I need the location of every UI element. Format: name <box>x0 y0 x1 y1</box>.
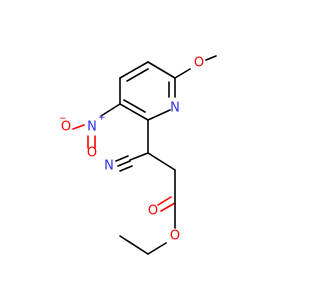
cyano-nitrogen-label: N <box>104 159 114 174</box>
bond-carbonyl-o-1 <box>160 202 176 212</box>
bond-c3-nitro <box>100 103 121 117</box>
bond-c2-c3 <box>119 103 149 121</box>
carbonyl-oxygen-label: O <box>148 204 158 219</box>
bond-ch-cn <box>129 152 149 161</box>
bond-cn-triple-1 <box>115 155 129 162</box>
bond-c4-c5-inner <box>126 68 149 82</box>
pyridine-ring <box>119 61 176 121</box>
nitro-plus-charge: + <box>98 113 106 123</box>
bond-nitro-o-minus <box>72 124 85 130</box>
nitro-oxygen-label: O <box>87 146 97 161</box>
bond-carbonyl-o-2 <box>157 196 172 206</box>
bond-c4-c5 <box>119 61 149 79</box>
ester-oxygen-label: O <box>170 229 180 244</box>
bond-cn-triple-2 <box>117 160 131 167</box>
bond-cn-triple-3 <box>119 165 133 172</box>
molecule-structure: O N N + O − O N O O <box>59 55 217 255</box>
bond-c5-c6 <box>147 61 176 79</box>
nitro-minus-charge: − <box>59 114 67 124</box>
bond-oester-ch2 <box>147 242 167 255</box>
bond-ch2-ch3 <box>119 235 149 255</box>
bond-c2-c3-inner <box>123 99 146 113</box>
ring-nitrogen-label: N <box>170 101 180 116</box>
bond-ch-ch2 <box>147 152 176 171</box>
bond-o-ch3 <box>205 55 217 61</box>
bond-c6-o <box>174 68 191 79</box>
nitro-nitrogen-label: N <box>87 120 97 135</box>
methoxy-oxygen-label: O <box>194 56 204 71</box>
nitro-oxygen-minus-label: O <box>61 120 71 135</box>
bond-n1-c2 <box>147 109 171 121</box>
